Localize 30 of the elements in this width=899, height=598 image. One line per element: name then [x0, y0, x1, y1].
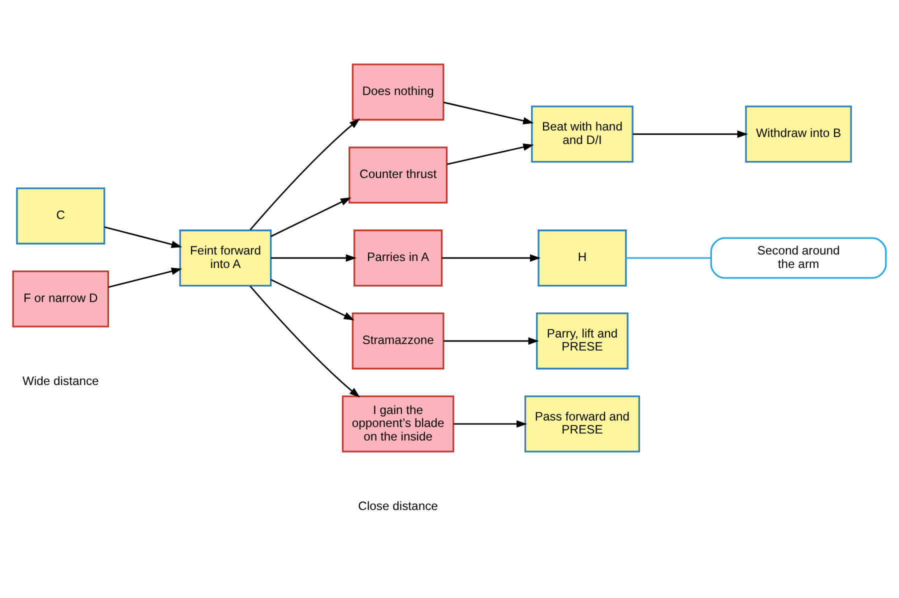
node-box: Beat with hand and D/I: [531, 105, 634, 162]
node-box: C: [16, 187, 106, 244]
node-box: Stramazzone: [352, 312, 444, 369]
arrow: [270, 196, 352, 237]
arrow: [633, 130, 748, 138]
arrow: [444, 101, 534, 124]
arrow: [446, 142, 534, 164]
label: Wide distance: [22, 374, 99, 388]
node-box: Withdraw into B: [745, 105, 852, 162]
arrow: [250, 118, 360, 230]
arrow: [442, 254, 541, 262]
node-box: I gain the opponent’s blade on the inside: [342, 394, 454, 452]
node-box: F or narrow D: [12, 270, 110, 327]
arrow: [444, 336, 539, 344]
arrow: [104, 226, 182, 248]
node-box: Counter thrust: [348, 146, 448, 204]
node-box: Second around the arm: [710, 236, 887, 278]
node-box: Pass forward and PRESE: [524, 394, 640, 452]
arrow: [108, 267, 182, 288]
connector: [626, 256, 711, 258]
node-box: Parries in A: [354, 229, 443, 286]
arrow: [270, 278, 355, 320]
arrow: [454, 420, 528, 428]
node-box: H: [538, 229, 627, 286]
node-box: Parry, lift and PRESE: [536, 312, 628, 369]
node-box: Does nothing: [352, 63, 444, 120]
node-box: Feint forward into A: [179, 229, 272, 286]
arrow: [250, 285, 360, 398]
label: Close distance: [358, 498, 438, 513]
arrow: [270, 254, 357, 262]
